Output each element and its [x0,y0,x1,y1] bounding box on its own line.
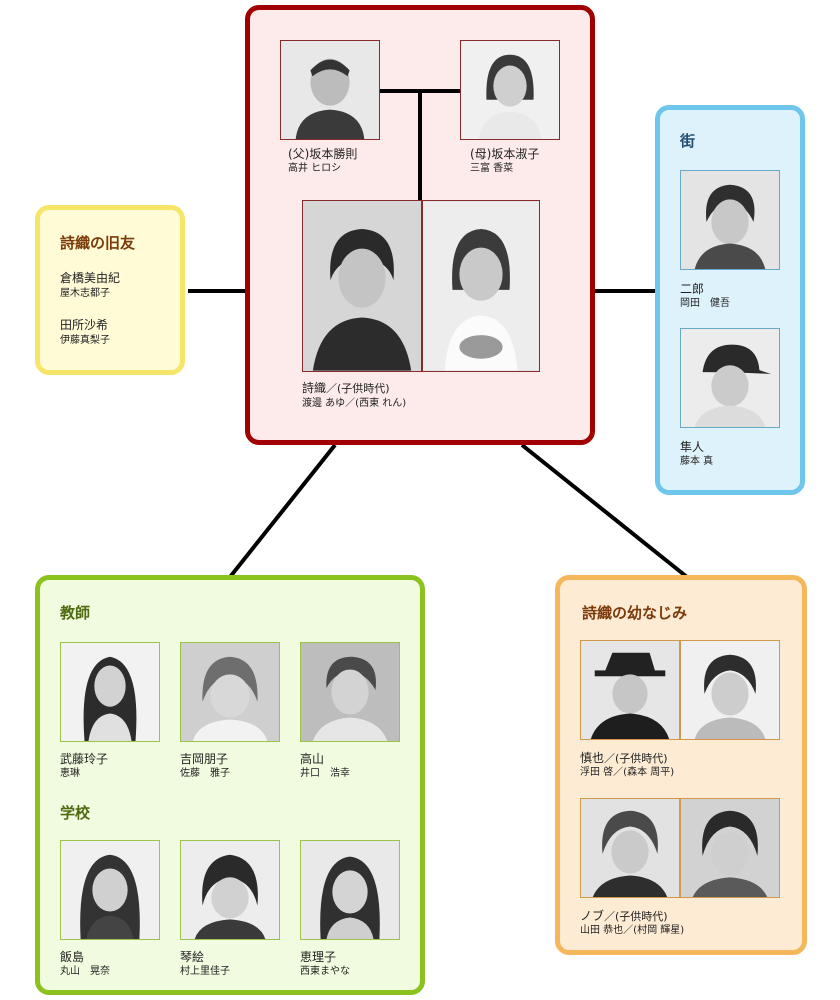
hayato-photo [680,328,780,428]
student-actor: 西東まやな [300,966,350,977]
shinya-photo [580,640,680,740]
connector-line-teachers [228,443,337,579]
student-actor: 村上里佳子 [180,966,230,977]
nobu-photo [580,798,680,898]
old-friend-actor: 伊藤真梨子 [60,335,110,346]
connector-line [592,289,658,293]
teacher-name: 吉岡朋子 [180,752,229,766]
student-name: 恵理子 [300,950,337,964]
connector-line-childhood [520,443,689,579]
shiori-photo [302,200,422,372]
town-person-actor: 岡田 健吾 [680,298,730,309]
town-person-actor: 藤本 真 [680,456,714,467]
shinya-note: ／(子供時代) [604,752,668,765]
town-box [655,105,805,495]
shiori-name: 詩織／(子供時代) [302,381,390,396]
student-name: 飯島 [60,950,85,964]
teacher-name: 高山 [300,752,325,766]
teacher-photo [60,642,160,742]
teachers-title: 教師 [60,604,91,622]
town-person-name: 隼人 [680,440,705,454]
teacher-photo [180,642,280,742]
old-friend-name: 倉橋美由紀 [60,271,121,285]
student-photo [300,840,400,940]
town-title: 街 [680,132,696,150]
child-link-line [418,89,422,202]
jiro-photo [680,170,780,270]
old-friends-title: 詩織の旧友 [60,234,136,252]
town-person-name: 二郎 [680,282,705,296]
old-friend-name: 田所沙希 [60,318,109,332]
connector-line [188,289,250,293]
shiori-child-photo [422,200,540,372]
student-photo [180,840,280,940]
father-name: (父)坂本勝則 [288,147,358,161]
shinya-actor: 浮田 啓／(森本 周平) [580,767,675,778]
childhood-friends-title: 詩織の幼なじみ [582,604,688,622]
shiori-name-text: 詩織 [302,381,327,395]
student-photo [60,840,160,940]
school-title: 学校 [60,804,91,822]
teacher-actor: 井口 浩幸 [300,768,350,779]
nobu-actor: 山田 恭也／(村岡 輝星) [580,925,685,936]
teacher-name: 武藤玲子 [60,752,109,766]
student-actor: 丸山 晃奈 [60,966,110,977]
nobu-child-photo [680,798,780,898]
mother-photo [460,40,560,140]
old-friend-actor: 屋木志都子 [60,288,110,299]
mother-name: (母)坂本淑子 [470,147,540,161]
father-actor: 高井 ヒロシ [288,163,342,174]
shinya-child-photo [680,640,780,740]
old-friends-box [35,205,185,375]
shiori-note: ／(子供時代) [326,382,390,395]
teacher-actor: 佐藤 雅子 [180,768,230,779]
teacher-actor: 恵琳 [60,768,80,779]
student-name: 琴絵 [180,950,205,964]
shiori-actor: 渡邊 あゆ／(西東 れん) [302,398,407,409]
father-photo [280,40,380,140]
nobu-name-text: ノブ [580,909,605,923]
shinya-name-text: 慎也 [580,751,605,765]
teacher-photo [300,642,400,742]
nobu-note: ／(子供時代) [604,910,668,923]
shinya-name: 慎也／(子供時代) [580,751,668,766]
mother-actor: 三富 香菜 [470,163,514,174]
nobu-name: ノブ／(子供時代) [580,909,668,924]
